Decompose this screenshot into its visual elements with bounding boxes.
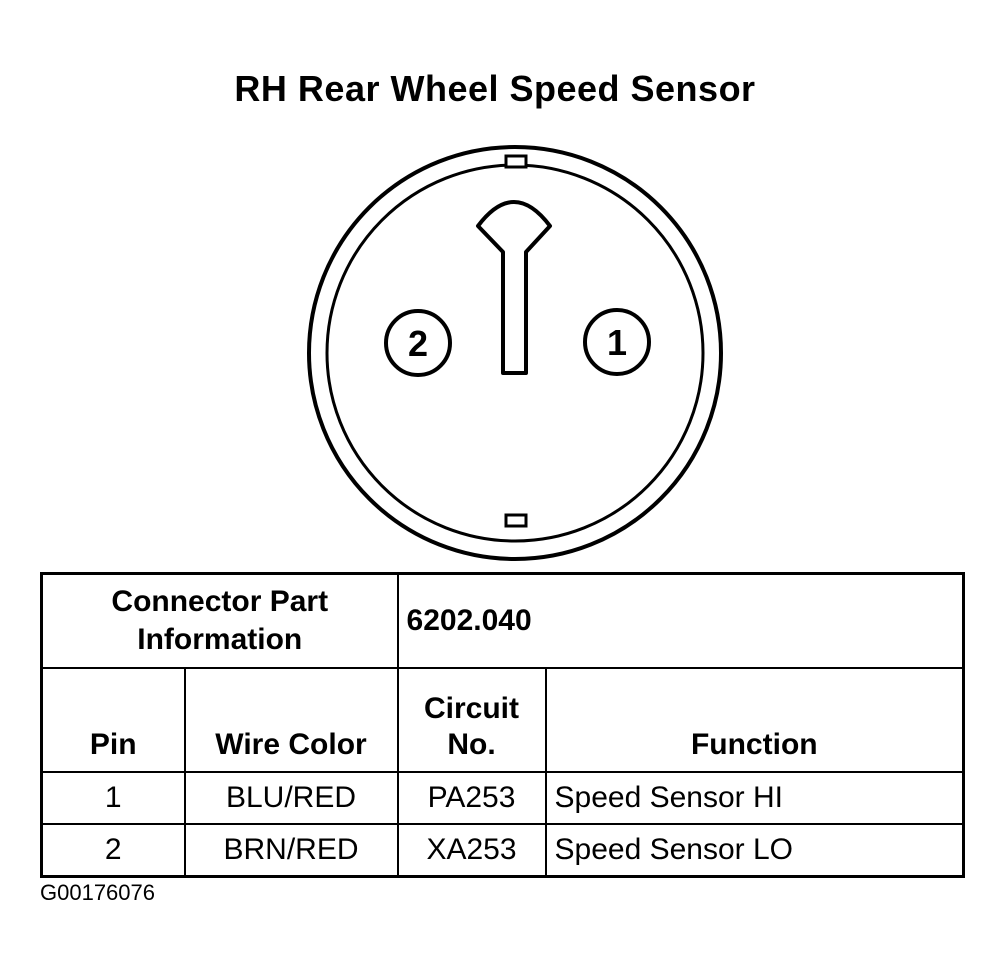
- header-wire-color: Wire Color: [183, 667, 399, 773]
- header-pin: Pin: [40, 667, 186, 773]
- part-info-label-line1: Connector Part: [111, 585, 329, 618]
- part-number: 6202.040: [396, 572, 965, 669]
- row-2-pin: 2: [40, 823, 186, 878]
- row-2-wire-color: BRN/RED: [183, 823, 399, 878]
- row-2-function: Speed Sensor LO: [544, 823, 965, 878]
- bottom-lock-tab: [504, 513, 528, 528]
- row-2-circuit: XA253: [396, 823, 547, 878]
- keyway-slot: [476, 200, 552, 375]
- connector-face-diagram: 2 1: [307, 145, 723, 561]
- table-row: 1 BLU/RED PA253 Speed Sensor HI: [40, 771, 965, 825]
- connector-pin-table: Connector Part Information 6202.040 Pin …: [40, 572, 966, 878]
- header-circuit-line1: Circuit: [424, 692, 520, 725]
- pin-1-terminal: 1: [583, 308, 651, 376]
- row-1-circuit: PA253: [396, 771, 547, 825]
- part-info-label-line2: Information: [137, 623, 303, 656]
- table-row: 2 BRN/RED XA253 Speed Sensor LO: [40, 823, 965, 878]
- row-1-pin: 1: [40, 771, 186, 825]
- pin-2-label: 2: [408, 323, 428, 364]
- header-circuit-no: Circuit No.: [396, 667, 547, 773]
- pin-1-label: 1: [607, 322, 627, 363]
- row-1-wire-color: BLU/RED: [183, 771, 399, 825]
- part-info-row: Connector Part Information 6202.040: [40, 572, 965, 669]
- top-lock-tab: [504, 154, 528, 169]
- row-1-function: Speed Sensor HI: [544, 771, 965, 825]
- diagram-title: RH Rear Wheel Speed Sensor: [234, 68, 756, 109]
- pin-2-terminal: 2: [384, 309, 452, 377]
- header-circuit-line2: No.: [447, 728, 496, 761]
- part-info-label: Connector Part Information: [40, 572, 399, 669]
- table-header-row: Pin Wire Color Circuit No. Function: [40, 667, 965, 773]
- connector-outer-ring: [307, 145, 723, 561]
- header-function: Function: [544, 667, 965, 773]
- figure-id: G00176076: [40, 880, 155, 905]
